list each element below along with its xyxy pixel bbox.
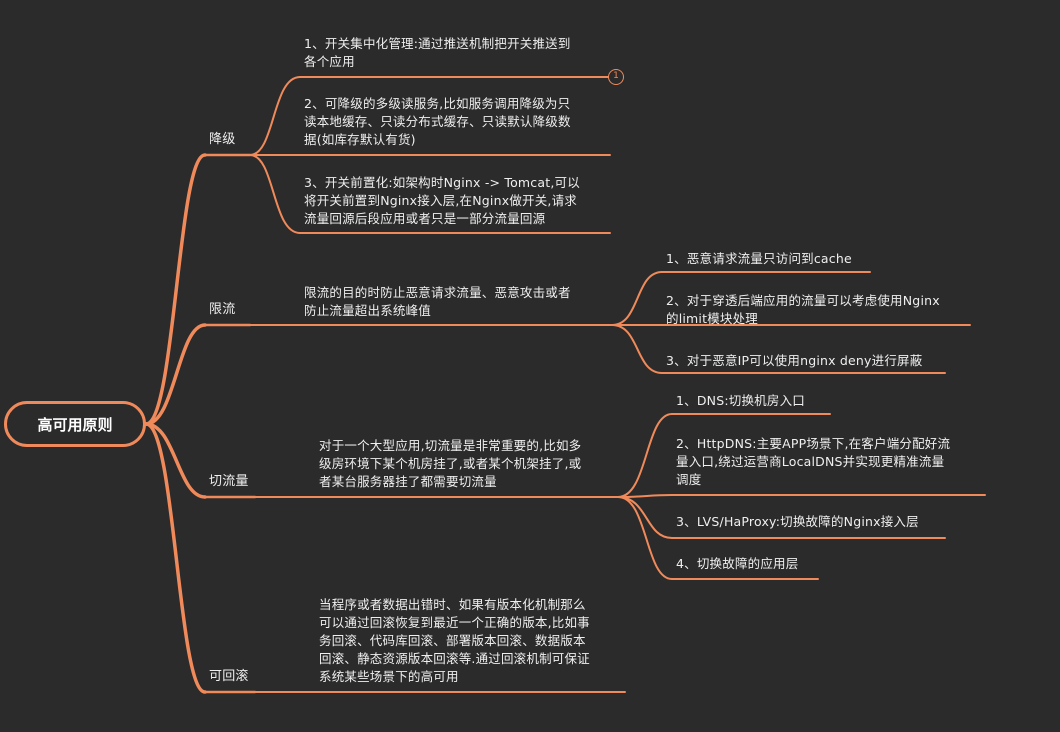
degrade-item-1-line-2: 各个应用 bbox=[304, 54, 355, 69]
rollback-desc-line-2: 可以通过回滚恢复到最近一个正确的版本,比如事 bbox=[319, 615, 590, 630]
connector-switch-1 bbox=[617, 413, 673, 498]
degrade-item-3-line-2: 将开关前置到Nginx接入层,在Nginx做开关,请求 bbox=[304, 193, 578, 208]
ratelimit-item-2[interactable]: 2、对于穿透后端应用的流量可以考虑使用Nginx 的limit模块处理 bbox=[666, 292, 940, 328]
degrade-item-3[interactable]: 3、开关前置化:如架构时Nginx -> Tomcat,可以 将开关前置到Ngi… bbox=[304, 174, 580, 228]
connector-degrade-1 bbox=[249, 76, 301, 156]
switch-item-1[interactable]: 1、DNS:切换机房入口 bbox=[676, 392, 805, 410]
connector-root-ratelimit bbox=[144, 323, 207, 426]
connector-switch-4 bbox=[617, 496, 673, 580]
switch-item-2-line-3: 调度 bbox=[676, 472, 702, 487]
degrade-item-2[interactable]: 2、可降级的多级读服务,比如服务调用降级为只 读本地缓存、只读分布式缓存、只读默… bbox=[304, 95, 571, 149]
ratelimit-desc-line-1: 限流的目的时防止恶意请求流量、恶意攻击或者 bbox=[304, 285, 571, 300]
degrade-item-2-line-2: 读本地缓存、只读分布式缓存、只读默认降级数 bbox=[304, 114, 571, 129]
branch-rollback[interactable]: 可回滚 bbox=[209, 669, 249, 684]
ratelimit-item-2-line-1: 2、对于穿透后端应用的流量可以考虑使用Nginx bbox=[666, 293, 940, 308]
ratelimit-item-1[interactable]: 1、恶意请求流量只访问到cache bbox=[666, 250, 852, 268]
connector-ratelimit-1 bbox=[611, 271, 663, 326]
rollback-desc-line-5: 系统某些场景下的高可用 bbox=[319, 669, 459, 684]
root-label: 高可用原则 bbox=[37, 415, 113, 434]
switch-desc-line-1: 对于一个大型应用,切流量是非常重要的,比如多 bbox=[319, 438, 582, 453]
note-count-badge[interactable]: 1 bbox=[608, 69, 624, 85]
ratelimit-item-2-line-2: 的limit模块处理 bbox=[666, 311, 758, 326]
switch-item-4[interactable]: 4、切换故障的应用层 bbox=[676, 555, 798, 573]
degrade-item-2-line-3: 据(如库存默认有货) bbox=[304, 132, 416, 147]
connector-ratelimit-3 bbox=[611, 324, 663, 374]
ratelimit-item-3[interactable]: 3、对于恶意IP可以使用nginx deny进行屏蔽 bbox=[666, 352, 922, 370]
rollback-desc[interactable]: 当程序或者数据出错时、如果有版本化机制那么 可以通过回滚恢复到最近一个正确的版本… bbox=[319, 596, 590, 686]
switch-desc-line-3: 者某台服务器挂了都需要切流量 bbox=[319, 474, 497, 489]
branch-ratelimit[interactable]: 限流 bbox=[209, 302, 236, 317]
switch-item-3-line-1: 3、LVS/HaProxy:切换故障的Nginx接入层 bbox=[676, 514, 919, 529]
ratelimit-desc-line-2: 防止流量超出系统峰值 bbox=[304, 303, 432, 318]
connector-switch-3 bbox=[617, 496, 673, 539]
connector-root-rollback bbox=[144, 422, 207, 694]
root-node[interactable]: 高可用原则 bbox=[4, 401, 146, 447]
rollback-desc-line-3: 务回滚、代码库回滚、部署版本回滚、数据版本 bbox=[319, 633, 586, 648]
degrade-item-1-line-1: 1、开关集中化管理:通过推送机制把开关推送到 bbox=[304, 36, 571, 51]
degrade-item-3-line-1: 3、开关前置化:如架构时Nginx -> Tomcat,可以 bbox=[304, 175, 580, 190]
switch-item-3[interactable]: 3、LVS/HaProxy:切换故障的Nginx接入层 bbox=[676, 513, 919, 531]
switch-desc[interactable]: 对于一个大型应用,切流量是非常重要的,比如多 级房环境下某个机房挂了,或者某个机… bbox=[319, 437, 581, 491]
connector-root-degrade bbox=[144, 153, 207, 426]
switch-item-2-line-1: 2、HttpDNS:主要APP场景下,在客户端分配好流 bbox=[676, 436, 951, 451]
switch-item-2-line-2: 量入口,绕过运营商LocalDNS并实现更精准流量 bbox=[676, 454, 945, 469]
switch-item-1-line-1: 1、DNS:切换机房入口 bbox=[676, 393, 805, 408]
connector-root-switch bbox=[144, 422, 207, 499]
ratelimit-item-3-line-1: 3、对于恶意IP可以使用nginx deny进行屏蔽 bbox=[666, 353, 923, 368]
connector-degrade-3 bbox=[249, 154, 301, 234]
rollback-desc-line-4: 回滚、静态资源版本回滚等.通过回滚机制可保证 bbox=[319, 651, 590, 666]
switch-desc-line-2: 级房环境下某个机房挂了,或者某个机架挂了,或 bbox=[319, 456, 582, 471]
degrade-item-3-line-3: 流量回源后段应用或者只是一部分流量回源 bbox=[304, 211, 546, 226]
degrade-item-1[interactable]: 1、开关集中化管理:通过推送机制把开关推送到 各个应用 bbox=[304, 35, 571, 71]
branch-degrade[interactable]: 降级 bbox=[209, 132, 236, 147]
ratelimit-item-1-line-1: 1、恶意请求流量只访问到cache bbox=[666, 251, 852, 266]
rollback-desc-line-1: 当程序或者数据出错时、如果有版本化机制那么 bbox=[319, 597, 586, 612]
ratelimit-desc[interactable]: 限流的目的时防止恶意请求流量、恶意攻击或者 防止流量超出系统峰值 bbox=[304, 284, 571, 320]
degrade-item-2-line-1: 2、可降级的多级读服务,比如服务调用降级为只 bbox=[304, 96, 571, 111]
switch-item-4-line-1: 4、切换故障的应用层 bbox=[676, 556, 799, 571]
switch-item-2[interactable]: 2、HttpDNS:主要APP场景下,在客户端分配好流 量入口,绕过运营商Loc… bbox=[676, 435, 950, 489]
branch-switch[interactable]: 切流量 bbox=[209, 474, 249, 489]
